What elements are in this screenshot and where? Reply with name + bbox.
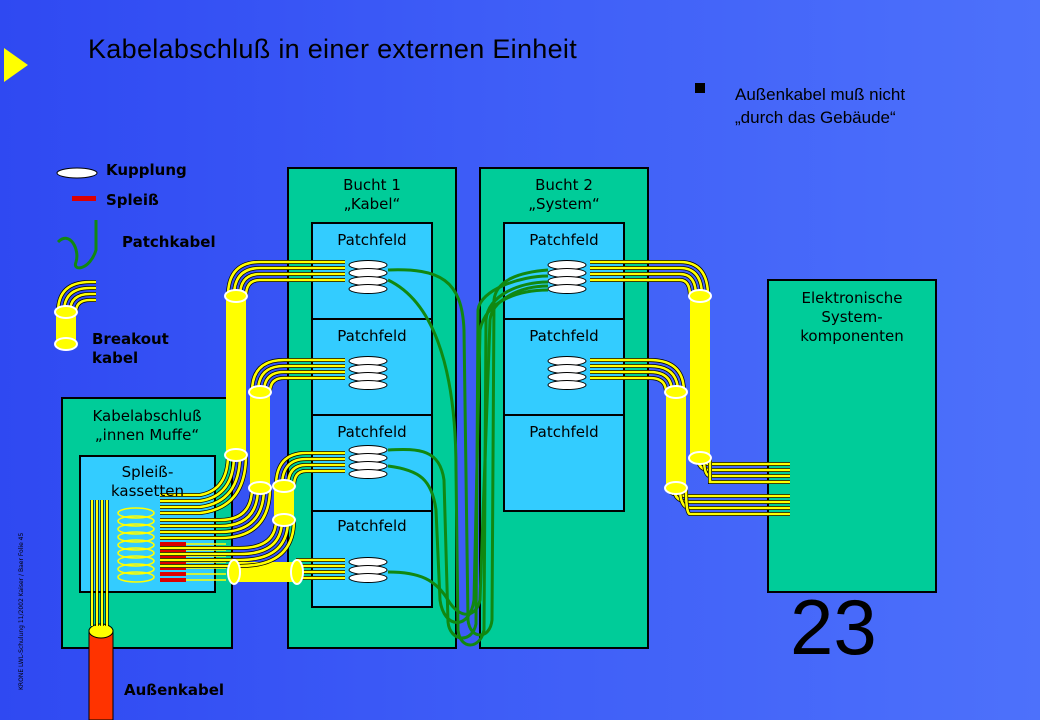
legend-coupling-label: Kupplung: [106, 161, 187, 179]
left-enclosure-title: Kabelabschluß „innen Muffe“: [62, 407, 232, 445]
bay1-panel-1-label: Patchfeld: [337, 231, 407, 249]
coupling-bay1-p4: [348, 557, 388, 583]
outer-cable: [88, 629, 114, 720]
trunk-a-top: [224, 289, 248, 303]
left-title-line-1: Kabelabschluß: [92, 407, 202, 425]
bundle-c-splice: [160, 519, 296, 568]
cassette-line-2: kassetten: [111, 482, 184, 500]
trunk-a-bottom: [224, 448, 248, 462]
left-title-line-2: „innen Muffe“: [94, 426, 200, 444]
electronics-line-3: komponenten: [800, 327, 904, 345]
trunk-b-top: [248, 385, 272, 399]
trunk-c: [274, 486, 294, 520]
legend-coupling-icon: [56, 167, 98, 179]
patch-cables: [387, 268, 549, 647]
page-title: Kabelabschluß in einer externen Einheit: [88, 34, 577, 64]
bay1-title-line-2: „Kabel“: [343, 195, 401, 213]
electronics-label: Elektronische System- komponenten: [768, 289, 936, 346]
slide-arrow-icon: [4, 48, 28, 82]
trunk-d-end-right: [290, 559, 304, 585]
note-text: Außenkabel muß nicht „durch das Gebäude“: [735, 83, 905, 129]
patch-cable-3: [387, 274, 549, 640]
bay2-panel-1-label: Patchfeld: [529, 231, 599, 249]
bay1-panel-2-label: Patchfeld: [337, 327, 407, 345]
bundle-bay1-p4: [296, 558, 345, 580]
bay2-panel-2-label: Patchfeld: [529, 327, 599, 345]
bullet-icon: [695, 83, 705, 93]
splice-cassette-coils: [117, 507, 155, 583]
bay1-title: Bucht 1 „Kabel“: [288, 176, 456, 214]
coupling-bay2-p2: [547, 356, 587, 390]
bay1-panel-4-label: Patchfeld: [337, 517, 407, 535]
coupling-bay1-p2: [348, 356, 388, 390]
coupling-bay2-p1: [547, 260, 587, 294]
breakout-line-2: kabel: [92, 349, 139, 367]
footer-text: KRONE LWL-Schulung 11/2002 Kaiser / Baer…: [18, 532, 25, 690]
trunk-e-top: [688, 289, 712, 303]
outer-cable-fibers: [90, 500, 109, 626]
breakout-line-1: Breakout: [92, 330, 169, 348]
trunk-f: [666, 392, 686, 488]
legend-breakout-icon: [54, 280, 96, 351]
legend-breakout-trunk: [56, 312, 76, 344]
legend-splice-icon: [72, 196, 96, 201]
trunk-f-bottom: [664, 481, 688, 495]
coupling-bay1-p1: [348, 260, 388, 294]
coupling-bay1-p3: [348, 445, 388, 479]
patch-cable-5: [387, 284, 549, 616]
trunk-e-bottom: [688, 451, 712, 465]
fiber-bundles: [160, 260, 790, 585]
electronics-box: [767, 279, 937, 593]
legend-splice-label: Spleiß: [106, 191, 159, 209]
bay1-panel-3-label: Patchfeld: [337, 423, 407, 441]
splice-cassette-label: Spleiß- kassetten: [80, 463, 215, 501]
outer-cable-end: [88, 623, 114, 639]
bundle-a-splice: [160, 454, 248, 515]
trunk-c-bottom: [272, 513, 296, 527]
bay2-title-line-2: „System“: [528, 195, 600, 213]
legend-patchcable-icon: [56, 220, 98, 270]
legend-breakout-label: Breakout kabel: [92, 330, 169, 368]
trunk-b: [250, 392, 270, 488]
trunk-c-top: [272, 479, 296, 493]
cassette-line-1: Spleiß-: [121, 463, 174, 481]
trunk-f-top: [664, 385, 688, 399]
legend-breakout-top: [54, 305, 78, 319]
trunk-d-end-left: [227, 559, 241, 585]
electronics-line-2: System-: [821, 308, 883, 326]
bay2-panel-3-label: Patchfeld: [529, 423, 599, 441]
note-line-2: „durch das Gebäude“: [735, 108, 896, 127]
bay2-panel-3: [503, 414, 625, 512]
trunk-a: [226, 296, 246, 455]
bay2-title: Bucht 2 „System“: [480, 176, 648, 214]
page-number: 23: [790, 583, 877, 671]
bay2-title-line-1: Bucht 2: [535, 176, 593, 194]
bay1-title-line-1: Bucht 1: [343, 176, 401, 194]
legend-breakout-bottom: [54, 337, 78, 351]
electronics-line-1: Elektronische: [801, 289, 903, 307]
outer-cable-label: Außenkabel: [124, 681, 225, 699]
trunk-b-bottom: [248, 481, 272, 495]
legend-patchcable-label: Patchkabel: [122, 233, 216, 251]
bundle-b-splice: [160, 487, 272, 540]
note-line-1: Außenkabel muß nicht: [735, 85, 906, 104]
couplings: [348, 260, 587, 583]
trunk-e: [690, 296, 710, 458]
